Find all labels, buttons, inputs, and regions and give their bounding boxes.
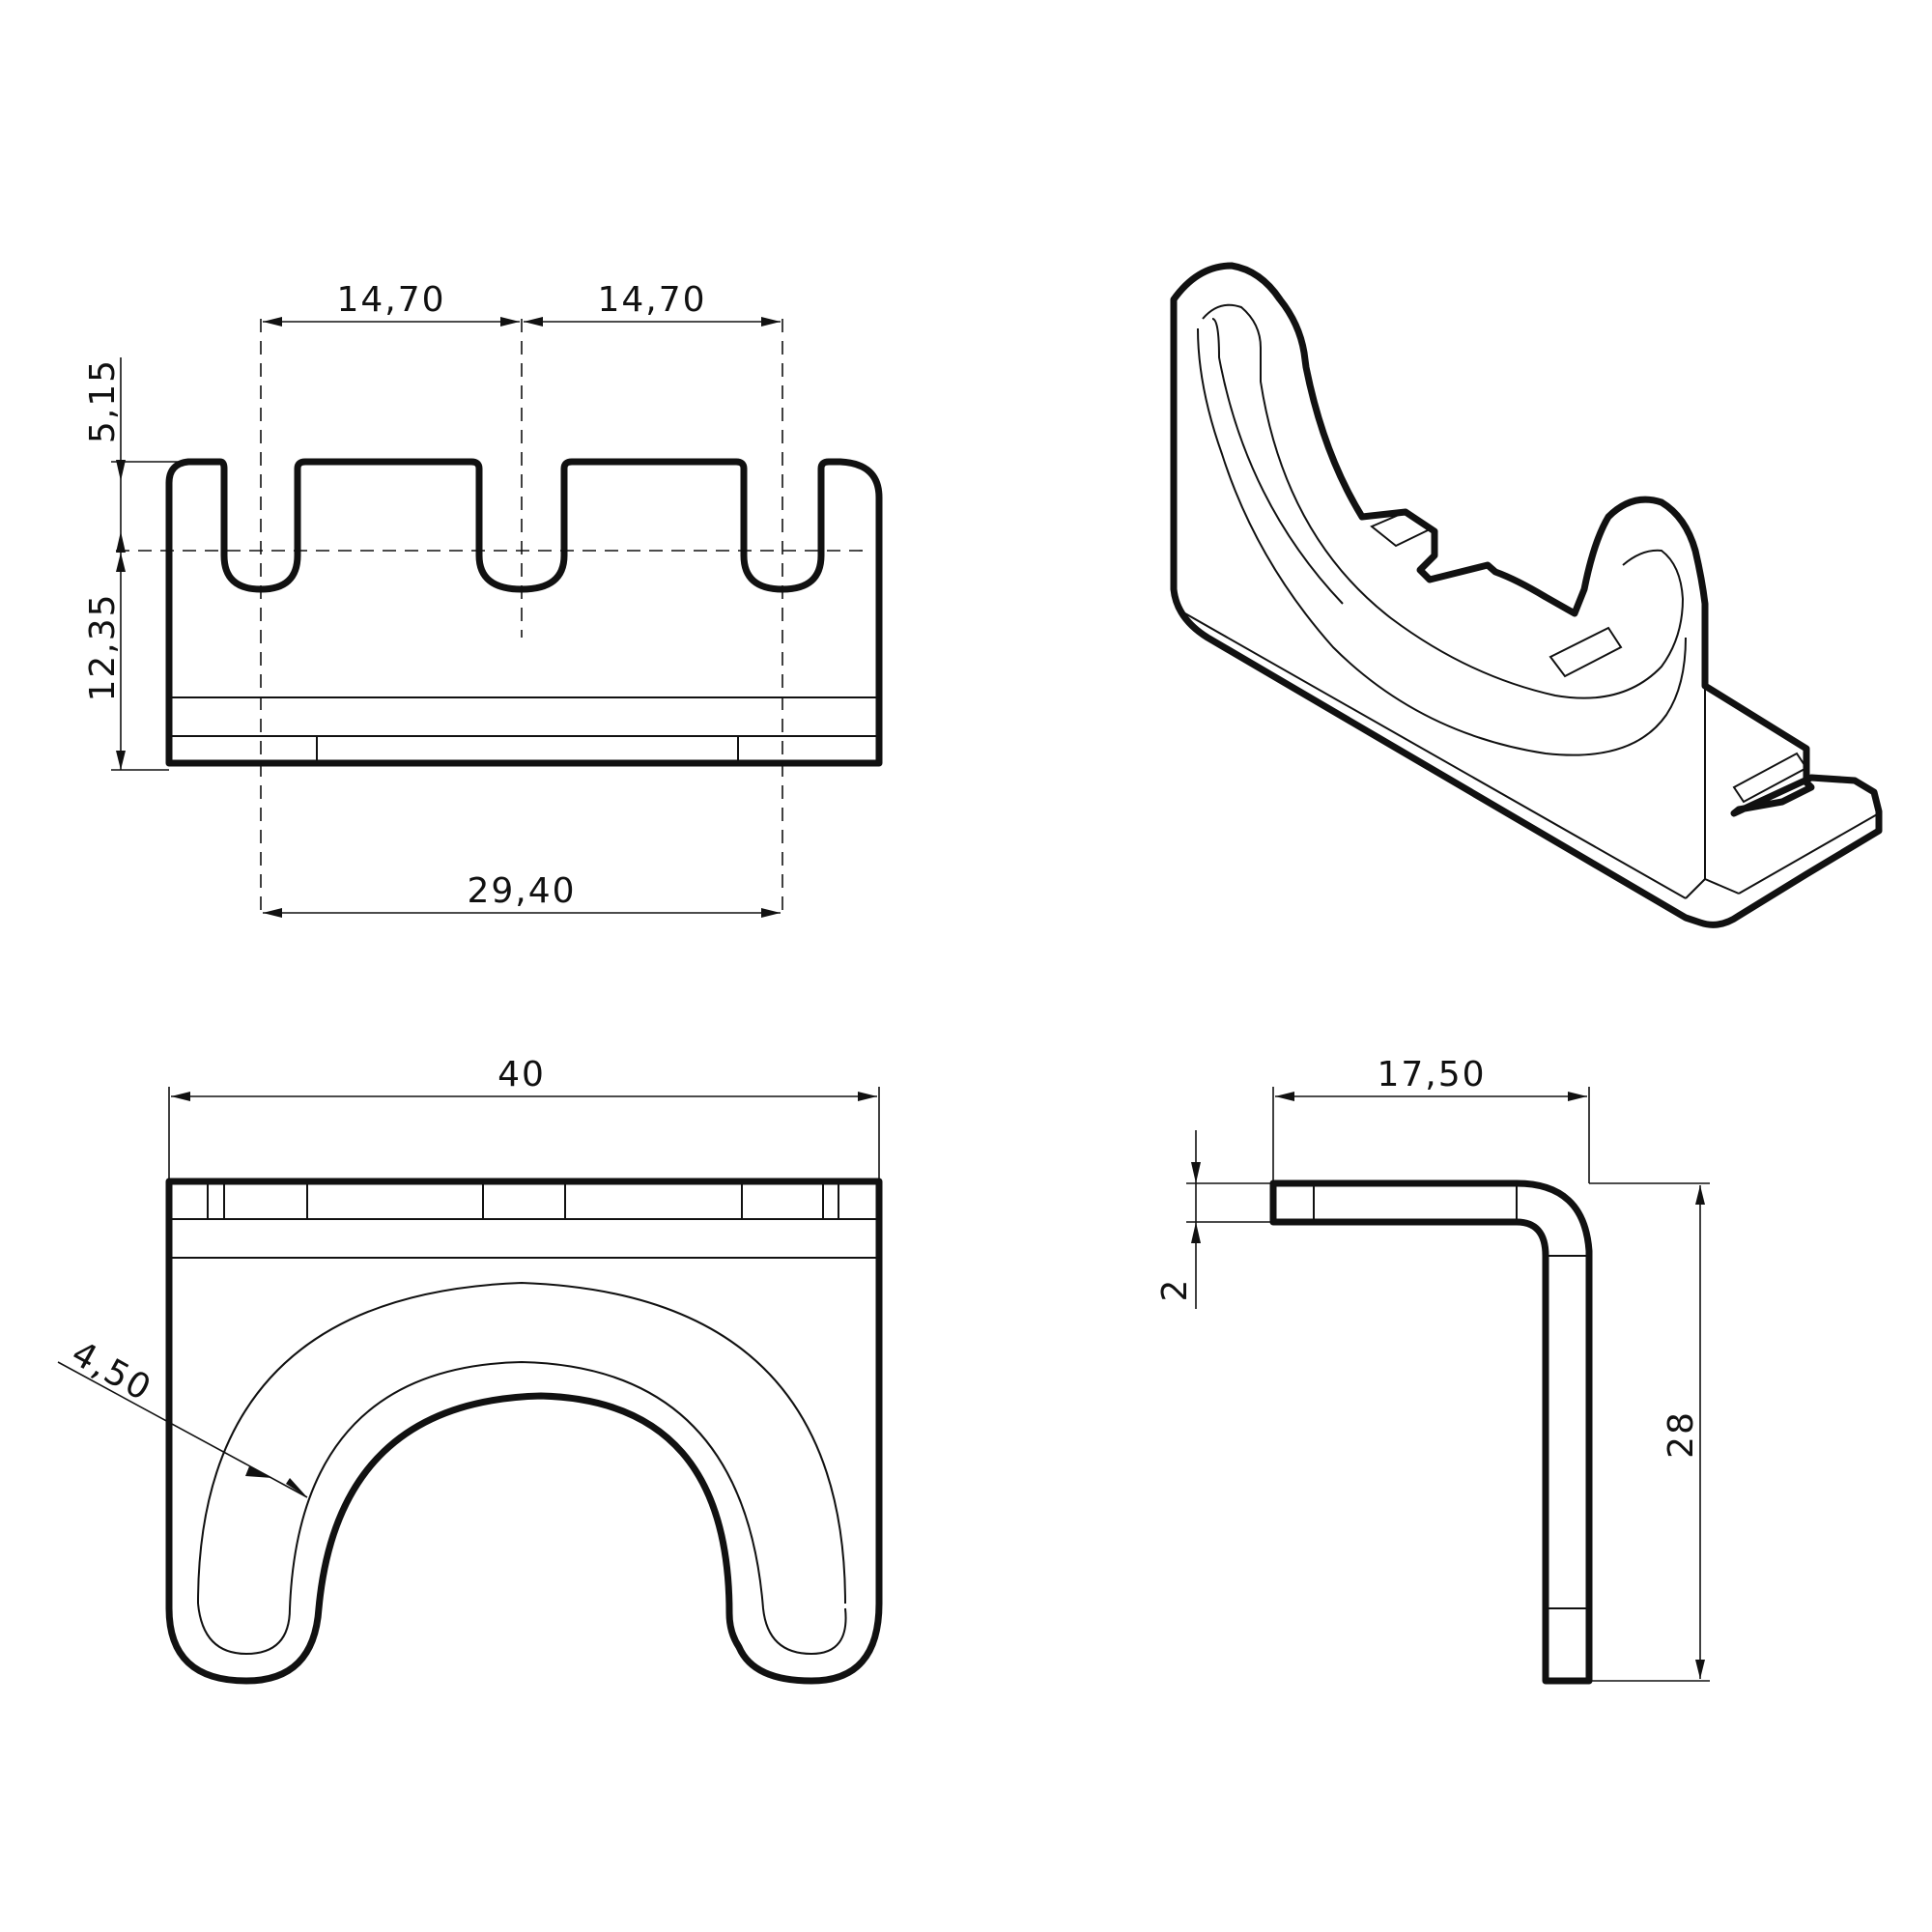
isometric-view bbox=[1170, 262, 1883, 928]
iso-back-inner-2 bbox=[1197, 327, 1687, 756]
dim-body-height: 12,35 bbox=[83, 592, 123, 701]
dim-pitch-right: 14,70 bbox=[597, 280, 706, 320]
dim-slot-height-arrow-b bbox=[116, 531, 126, 553]
dim-thickness-arrow-b bbox=[1191, 1222, 1201, 1243]
side-view: 17,50 2 28 bbox=[1155, 1055, 1710, 1685]
front-view-inner-contour bbox=[197, 1281, 846, 1605]
dim-pitch-left: 14,70 bbox=[336, 280, 445, 320]
top-view-outline bbox=[165, 458, 883, 767]
side-view-outline bbox=[1269, 1179, 1593, 1685]
iso-slot-2 bbox=[1548, 626, 1623, 678]
front-view-slot-ticks bbox=[207, 1181, 839, 1219]
iso-back-inner bbox=[1202, 303, 1685, 699]
iso-back-inner-3 bbox=[1211, 318, 1344, 605]
iso-slot-1 bbox=[1370, 510, 1432, 548]
front-view-outline bbox=[165, 1178, 883, 1685]
iso-base-edge-2 bbox=[1685, 878, 1706, 899]
dim-wall: 4,50 bbox=[65, 1334, 158, 1410]
iso-slot-3 bbox=[1732, 752, 1808, 804]
front-view: 40 4,50 bbox=[57, 1055, 883, 1685]
top-view: 14,70 14,70 5,15 12,35 29,40 bbox=[83, 280, 883, 918]
dim-thickness-arrow-a bbox=[1191, 1162, 1201, 1183]
front-view-inner-contour-2 bbox=[197, 1360, 847, 1656]
iso-base-edge-4 bbox=[1704, 878, 1740, 895]
dim-wall-arrow-a bbox=[245, 1466, 272, 1478]
dim-slot-height: 5,15 bbox=[83, 358, 123, 443]
dim-width: 40 bbox=[497, 1055, 546, 1094]
iso-base-edge-5 bbox=[1738, 812, 1880, 895]
dim-total-pitch: 29,40 bbox=[467, 871, 576, 911]
iso-base-edge-1 bbox=[1176, 608, 1687, 899]
dim-thickness: 2 bbox=[1155, 1278, 1195, 1302]
iso-outline bbox=[1170, 262, 1883, 928]
dim-height: 28 bbox=[1662, 1410, 1701, 1459]
dim-wall-arrow-b bbox=[286, 1478, 307, 1497]
dim-slot-height-arrow-a bbox=[116, 460, 126, 481]
dim-depth: 17,50 bbox=[1377, 1055, 1486, 1094]
